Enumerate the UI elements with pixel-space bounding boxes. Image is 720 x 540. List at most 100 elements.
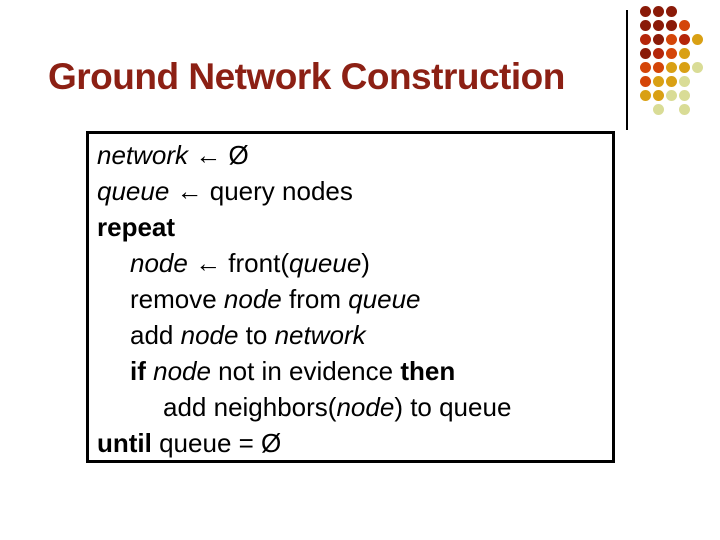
dot-cell [678,60,691,74]
dot [666,75,677,87]
pseudocode-segment: node [130,248,188,278]
dot-cell-empty [691,18,704,32]
pseudocode-segment: network [97,140,189,170]
dot-cell [665,32,678,46]
pseudocode-line: until queue = Ø [97,425,612,461]
dot-cell-empty [691,88,704,102]
dot [679,33,690,45]
dot [692,33,703,45]
dot-cell-empty [691,46,704,60]
pseudocode-segment: then [400,356,456,386]
dot-cell [652,60,665,74]
dot-cell [691,32,704,46]
dot-cell [639,74,652,88]
dot [666,5,677,17]
pseudocode-line: network ← Ø [97,137,612,173]
dot-cell-empty [665,102,678,116]
dot-cell [678,74,691,88]
dot-cell-empty [691,4,704,18]
dot [640,61,651,73]
dot-cell [691,60,704,74]
pseudocode-segment: network [274,320,366,350]
dot [640,89,651,101]
pseudocode-segment: remove [130,284,224,314]
dot-cell-empty [639,102,652,116]
dot-cell [652,74,665,88]
dot-cell [665,46,678,60]
pseudocode-line: add node to network [130,317,612,353]
dot-cell [665,18,678,32]
dot-cell [678,32,691,46]
dot [679,47,690,59]
dot [653,75,664,87]
vertical-divider [626,10,628,130]
dot-cell [665,4,678,18]
dot-cell [639,32,652,46]
dot [640,75,651,87]
pseudocode-segment: queue [97,176,170,206]
dot-cell [652,32,665,46]
dot [653,33,664,45]
dot [666,19,677,31]
pseudocode-segment: ) to queue [394,392,512,422]
pseudocode-segment: ← Ø [188,140,249,170]
dot-cell [652,102,665,116]
dot [692,61,703,73]
dot [679,61,690,73]
pseudocode-segment: queue = Ø [151,428,282,458]
dot-cell [652,88,665,102]
pseudocode-segment: repeat [97,212,176,242]
dot-cell [639,46,652,60]
dot-cell [639,4,652,18]
pseudocode-segment: ← query nodes [169,176,353,206]
dot-cell [639,88,652,102]
dot [653,103,664,115]
dot-cell [678,88,691,102]
pseudocode-segment: not in evidence [210,356,401,386]
pseudocode-line: remove node from queue [130,281,612,317]
dot [640,19,651,31]
dot [653,89,664,101]
pseudocode-segment: from [281,284,349,314]
dot [653,5,664,17]
dot [666,33,677,45]
pseudocode-line: node ← front(queue) [130,245,612,281]
dot [640,33,651,45]
dot [679,75,690,87]
dot-cell [652,4,665,18]
dot-cell [639,18,652,32]
dot-cell [665,74,678,88]
dot-cell-empty [691,74,704,88]
pseudocode-segment: add neighbors( [163,392,337,422]
dot-cell [678,18,691,32]
dot-cell [652,46,665,60]
pseudocode-segment: until [97,428,152,458]
dot-cell [665,60,678,74]
dot-cell [665,88,678,102]
dot [679,19,690,31]
pseudocode-segment: ← front( [187,248,289,278]
pseudocode-segment: to [238,320,275,350]
pseudocode-line: if node not in evidence then [130,353,612,389]
dot [666,89,677,101]
dot [653,61,664,73]
dot [666,47,677,59]
dot [679,89,690,101]
dot-cell [678,102,691,116]
pseudocode-segment: node [153,356,211,386]
pseudocode-segment: queue [348,284,421,314]
pseudocode-line: add neighbors(node) to queue [163,389,612,425]
dot [653,47,664,59]
dot-pattern-decoration [639,4,704,116]
slide-title: Ground Network Construction [48,56,565,97]
dot-cell-empty [678,4,691,18]
dot-cell [652,18,665,32]
dot-cell [639,60,652,74]
pseudocode-segment: queue [288,248,362,278]
pseudocode-segment: ) [361,248,370,278]
pseudocode-line: repeat [97,209,612,245]
dot [666,61,677,73]
pseudocode-segment: node [180,320,239,350]
